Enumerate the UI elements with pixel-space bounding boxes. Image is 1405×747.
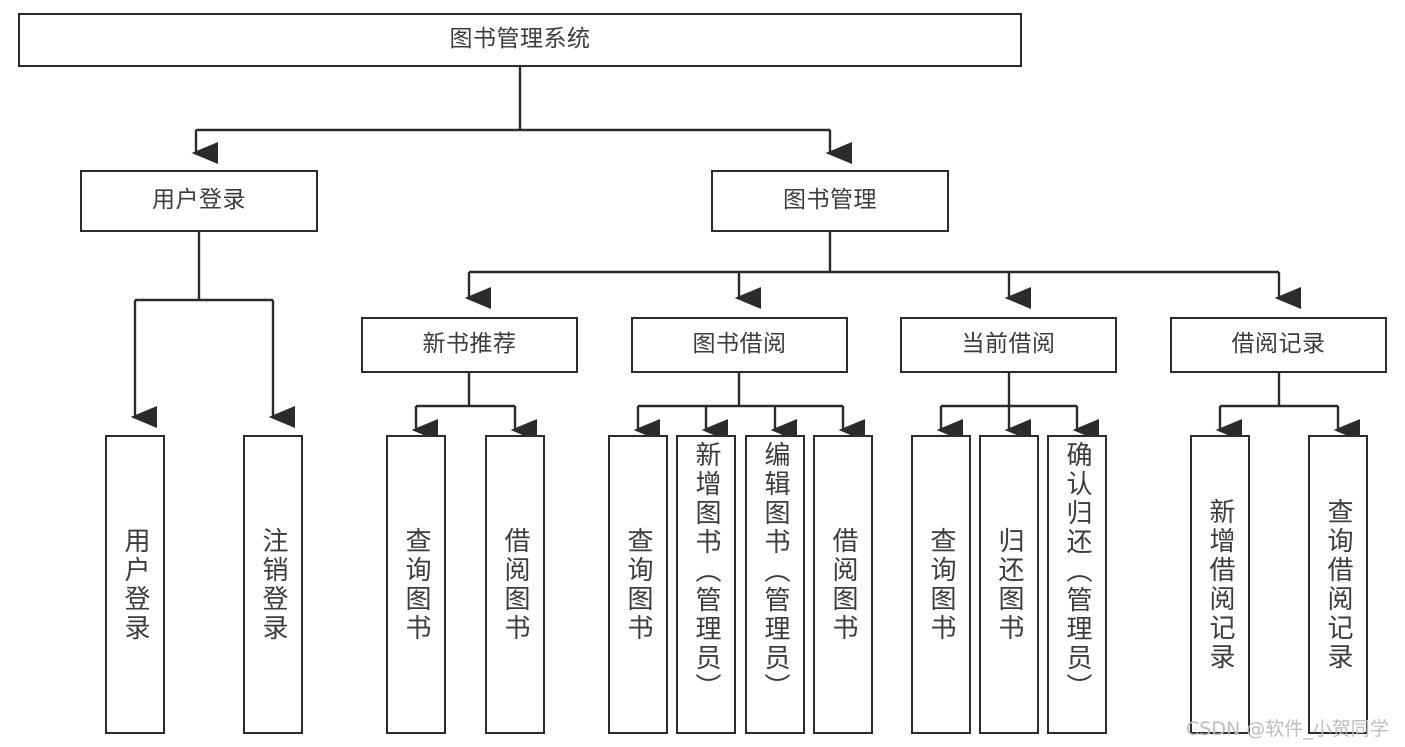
node-root-system[interactable]: 图书管理系统 [18, 13, 1022, 67]
node-new-book-recommend[interactable]: 新书推荐 [361, 317, 578, 373]
node-label: 编辑图书（管理员） [760, 441, 790, 702]
node-label: 借阅图书 [828, 526, 858, 643]
node-label: 新书推荐 [422, 331, 517, 358]
node-label: 确认归还（管理员） [1062, 441, 1092, 702]
node-current-borrow[interactable]: 当前借阅 [900, 317, 1117, 373]
node-label: 用户登录 [152, 187, 246, 214]
node-label: 图书借阅 [692, 331, 787, 358]
leaf-borrow-book[interactable]: 借阅图书 [813, 435, 873, 734]
leaf-add-borrow-record[interactable]: 新增借阅记录 [1190, 435, 1250, 734]
node-label: 归还图书 [994, 526, 1024, 643]
node-label: 图书管理 [783, 187, 877, 214]
leaf-edit-book-admin[interactable]: 编辑图书（管理员） [745, 435, 805, 734]
leaf-add-book-admin[interactable]: 新增图书（管理员） [676, 435, 736, 734]
leaf-user-login[interactable]: 用户登录 [105, 435, 165, 734]
leaf-logout[interactable]: 注销登录 [243, 435, 303, 734]
node-user-login[interactable]: 用户登录 [80, 170, 318, 232]
node-label: 查询图书 [926, 526, 956, 643]
node-book-borrow[interactable]: 图书借阅 [631, 317, 848, 373]
leaf-query-borrow-record[interactable]: 查询借阅记录 [1308, 435, 1368, 734]
node-label: 新增图书（管理员） [691, 441, 721, 702]
leaf-return-book[interactable]: 归还图书 [979, 435, 1039, 734]
node-label: 用户登录 [120, 526, 150, 643]
leaf-query-book-borrow[interactable]: 查询图书 [608, 435, 668, 734]
node-book-management[interactable]: 图书管理 [711, 170, 949, 232]
leaf-confirm-return-admin[interactable]: 确认归还（管理员） [1047, 435, 1107, 734]
node-label: 注销登录 [258, 526, 288, 643]
watermark-credit: CSDN @软件_小贺同学 [1186, 718, 1389, 740]
node-borrow-record[interactable]: 借阅记录 [1170, 317, 1387, 373]
node-label: 图书管理系统 [449, 26, 591, 53]
node-label: 借阅图书 [500, 526, 530, 643]
node-label: 查询图书 [623, 526, 653, 643]
leaf-query-book-current[interactable]: 查询图书 [911, 435, 971, 734]
node-label: 查询图书 [401, 526, 431, 643]
node-label: 查询借阅记录 [1323, 497, 1353, 672]
leaf-query-book-new[interactable]: 查询图书 [386, 435, 446, 734]
node-label: 当前借阅 [961, 331, 1056, 358]
leaf-borrow-book-new[interactable]: 借阅图书 [485, 435, 545, 734]
node-label: 借阅记录 [1231, 331, 1326, 358]
node-label: 新增借阅记录 [1205, 497, 1235, 672]
